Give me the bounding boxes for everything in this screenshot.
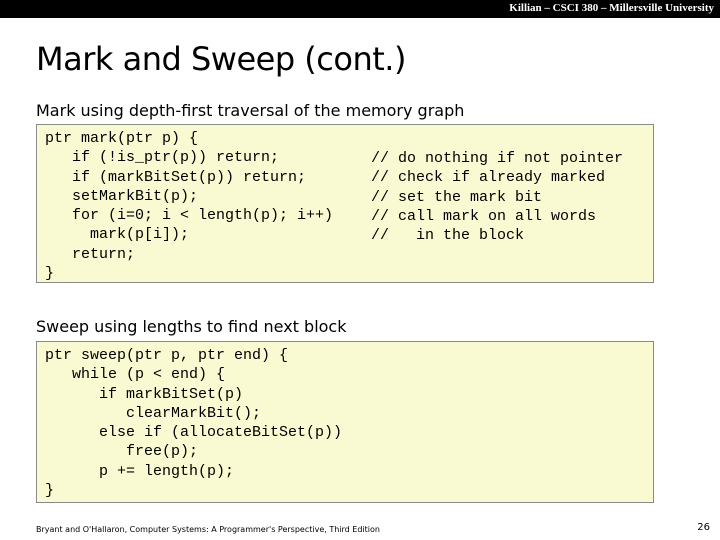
mark-code-box: ptr mark(ptr p) { if (!is_ptr(p)) return… xyxy=(36,124,654,283)
sweep-section-heading: Sweep using lengths to find next block xyxy=(36,317,347,336)
mark-code-comments: // do nothing if not pointer // check if… xyxy=(371,150,624,245)
course-banner: Killian – CSCI 380 – Millersville Univer… xyxy=(509,2,714,14)
mark-code: ptr mark(ptr p) { if (!is_ptr(p)) return… xyxy=(45,130,334,283)
page-number: 26 xyxy=(697,522,710,533)
sweep-code-box: ptr sweep(ptr p, ptr end) { while (p < e… xyxy=(36,341,654,503)
footer-citation: Bryant and O'Hallaron, Computer Systems:… xyxy=(36,525,380,534)
mark-section-heading: Mark using depth-first traversal of the … xyxy=(36,101,465,120)
sweep-code: ptr sweep(ptr p, ptr end) { while (p < e… xyxy=(45,347,343,500)
slide-title: Mark and Sweep (cont.) xyxy=(36,40,406,78)
header-bar: Killian – CSCI 380 – Millersville Univer… xyxy=(0,0,720,18)
